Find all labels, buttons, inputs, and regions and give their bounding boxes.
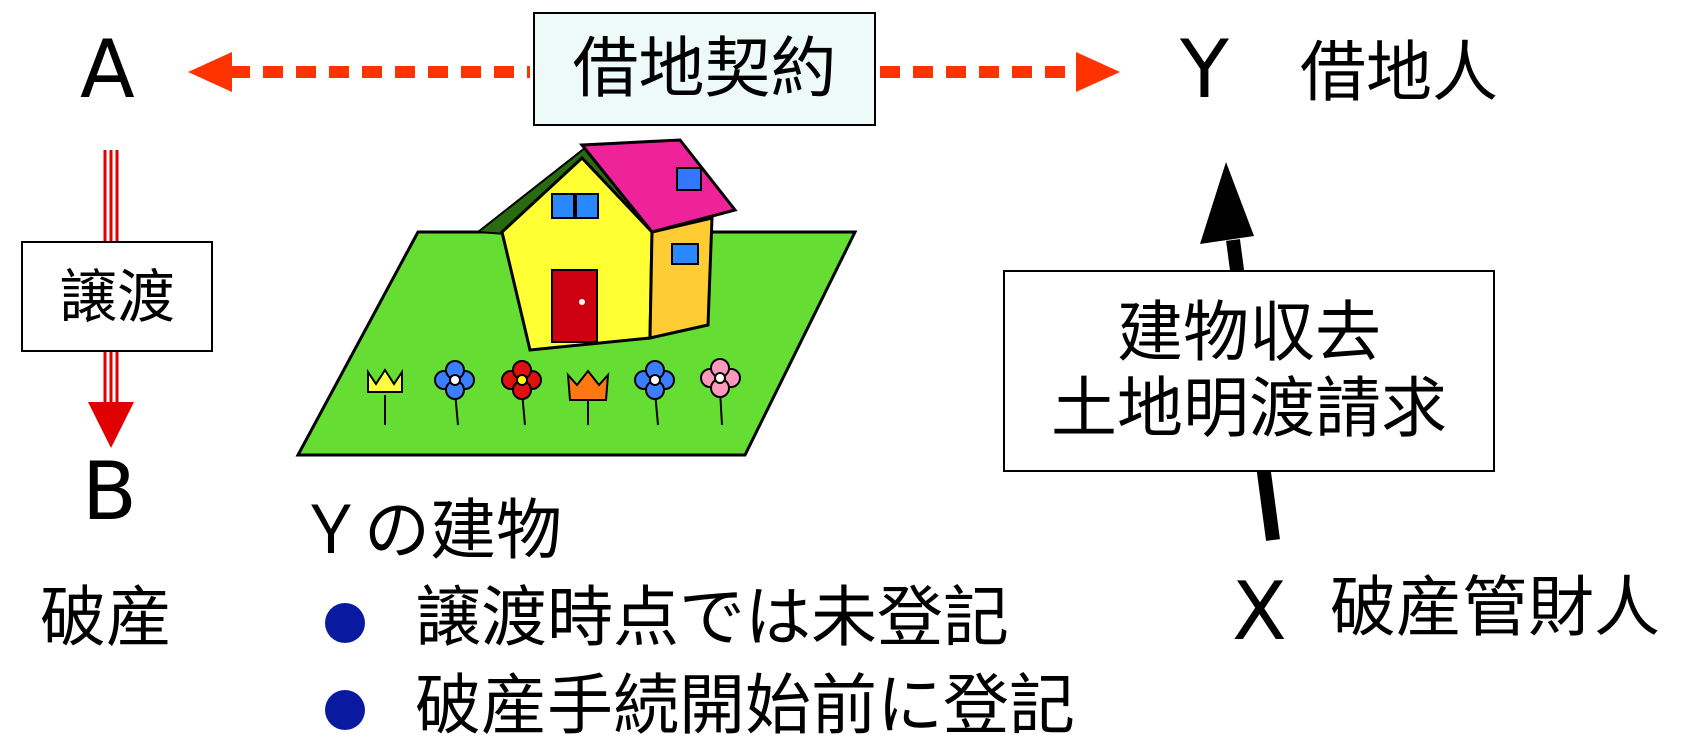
bankruptcy-label: 破産 bbox=[40, 579, 172, 656]
party-a-label: A bbox=[80, 23, 135, 116]
bullet-2: 破産手続開始前に登記 bbox=[415, 667, 1075, 744]
party-y-role: 借地人 bbox=[1300, 34, 1498, 111]
claim-line1: 建物収去 bbox=[1117, 294, 1381, 371]
house-with-flowers-illustration bbox=[295, 138, 858, 457]
bullet-dot-2 bbox=[325, 690, 365, 730]
lease-arrow bbox=[188, 52, 1120, 92]
transfer-label: 譲渡 bbox=[58, 262, 175, 331]
lease-contract-box: 借地契約 bbox=[533, 12, 876, 126]
claim-line2: 土地明渡請求 bbox=[1051, 370, 1447, 447]
transfer-box: 譲渡 bbox=[21, 241, 213, 352]
party-b-label: B bbox=[82, 445, 137, 538]
building-title: Ｙの建物 bbox=[298, 492, 562, 569]
bullet-1: 譲渡時点では未登記 bbox=[415, 579, 1009, 656]
bullet-dot-1 bbox=[325, 603, 365, 643]
claim-box: 建物収去 土地明渡請求 bbox=[1003, 270, 1495, 472]
lease-contract-label: 借地契約 bbox=[572, 30, 837, 107]
party-x-role: 破産管財人 bbox=[1330, 569, 1660, 646]
party-x-label: X bbox=[1232, 565, 1287, 658]
party-y-label: Y bbox=[1180, 23, 1229, 116]
